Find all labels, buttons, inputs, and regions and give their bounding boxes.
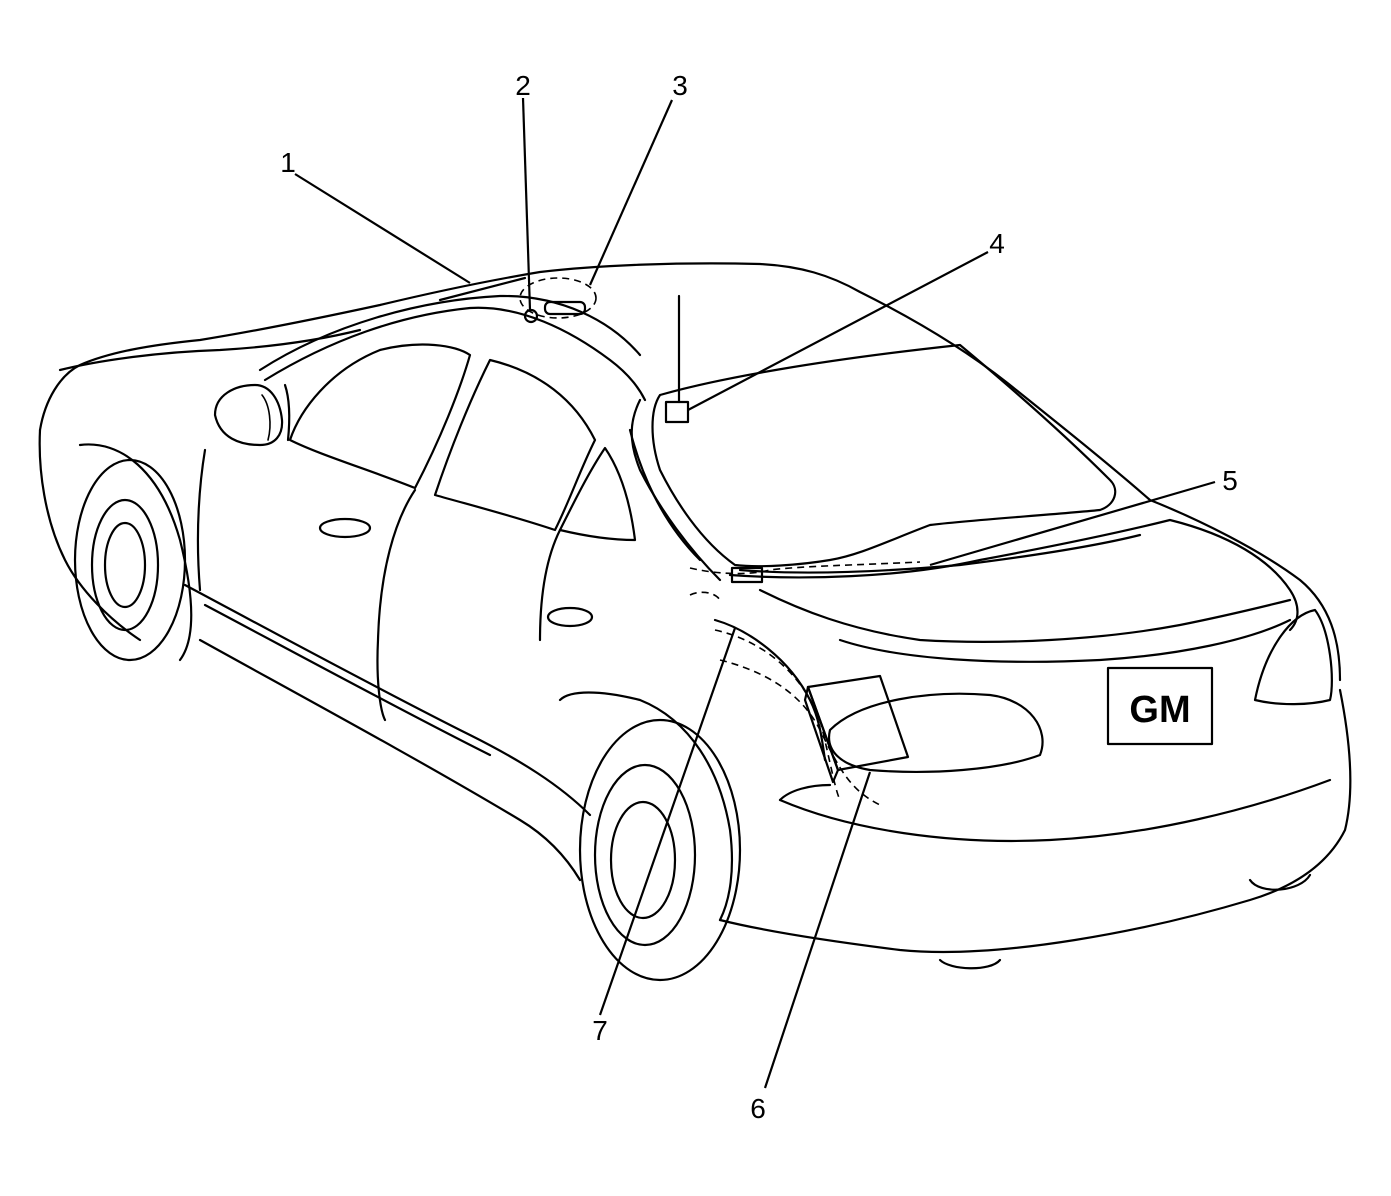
roof-outline <box>263 306 647 402</box>
callout-numbers: 1 2 3 4 5 6 7 <box>280 70 1238 1124</box>
rear-wheel-arch <box>558 691 734 922</box>
rear-side-window <box>433 358 597 532</box>
callout-7: 7 <box>592 1015 608 1046</box>
front-hood-outline <box>38 262 1342 682</box>
leader-line-2 <box>521 97 532 311</box>
roof-outline-outer <box>258 294 642 372</box>
rear-glass-connector <box>664 400 690 424</box>
cable-clip <box>730 566 764 584</box>
front-door-handle <box>318 517 372 539</box>
side-mirror <box>213 383 284 447</box>
rear-door-handle <box>546 606 594 628</box>
leader-line-6 <box>763 771 872 1089</box>
leader-line-5 <box>929 480 1216 567</box>
roof-module-outline <box>519 277 597 319</box>
leader-line-4 <box>687 251 989 411</box>
callout-3: 3 <box>672 70 688 101</box>
car-illustration: GM <box>38 262 1352 982</box>
roof-antenna-base <box>523 308 539 324</box>
callout-5: 5 <box>1222 465 1238 496</box>
roof-antenna-element <box>438 276 527 302</box>
left-tail-lamp <box>827 692 1044 773</box>
c-pillar <box>630 398 722 582</box>
rear-window-lower-band <box>738 533 1142 574</box>
front-side-window <box>288 343 472 490</box>
quarter-window <box>558 446 637 542</box>
antenna-cable-routing <box>689 561 921 575</box>
front-bumper <box>38 428 142 642</box>
trunk-lid <box>728 518 1299 632</box>
door-belt-line <box>196 448 207 592</box>
callout-6: 6 <box>750 1093 766 1124</box>
inner-fender-hidden-line <box>719 659 881 806</box>
callout-4: 4 <box>989 228 1005 259</box>
right-tail-lamp <box>1253 608 1333 706</box>
callout-2: 2 <box>515 70 531 101</box>
leader-line-1 <box>294 173 471 284</box>
side-sill-lower <box>198 638 582 882</box>
leader-line-3 <box>588 99 674 286</box>
license-plate <box>1106 666 1214 746</box>
front-wheel <box>73 443 193 662</box>
leader-line-7 <box>598 627 737 1016</box>
leader-lines <box>294 97 1216 1089</box>
roof-module <box>543 300 587 316</box>
rear-backlight-glass <box>651 343 1117 568</box>
rear-bumper <box>718 688 1352 954</box>
rear-wheel <box>578 718 742 982</box>
callout-1: 1 <box>280 147 296 178</box>
side-sill <box>183 583 592 817</box>
license-plate-text: GM <box>1129 689 1190 731</box>
front-grille-line <box>58 328 362 372</box>
